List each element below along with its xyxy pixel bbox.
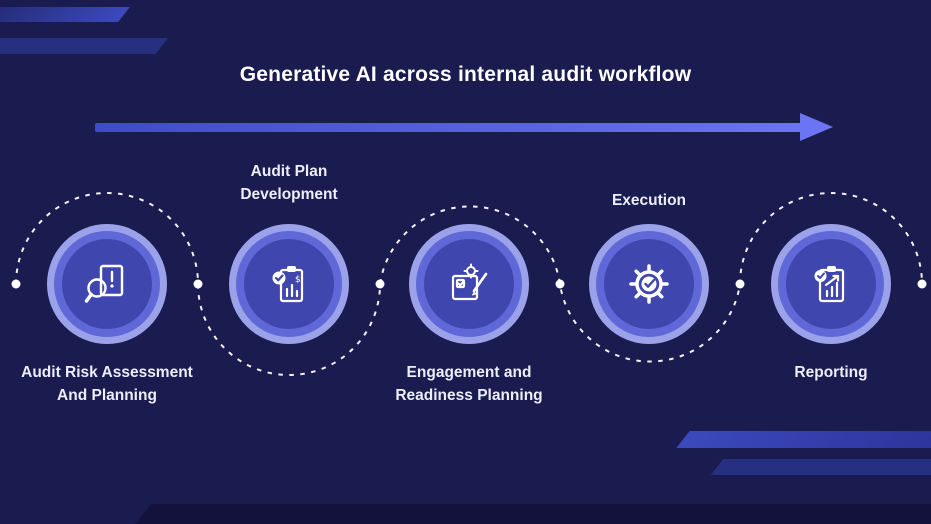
- step-circle-core: [786, 239, 876, 329]
- reporting-icon: [808, 261, 854, 307]
- step-circle-ring: [778, 231, 884, 337]
- step-label-audit-plan: Audit Plan Development: [240, 163, 338, 204]
- step-circle-ring: [416, 231, 522, 337]
- step-circle-core: [604, 239, 694, 329]
- step-label-reporting: Reporting: [794, 364, 868, 381]
- svg-text:$: $: [295, 275, 301, 285]
- plan-development-icon: $: [266, 261, 312, 307]
- engagement-planning-icon: [446, 261, 492, 307]
- workflow-direction-arrow-head: [800, 113, 833, 141]
- risk-assessment-icon: [84, 261, 130, 307]
- page-title: Generative AI across internal audit work…: [239, 63, 692, 86]
- step-circle-ring: $: [236, 231, 342, 337]
- step-circle-audit-risk: [47, 224, 167, 344]
- step-circle-core: [424, 239, 514, 329]
- step-label-audit-risk: Audit Risk Assessment And Planning: [21, 364, 193, 405]
- execution-gear-icon: [626, 261, 672, 307]
- step-circle-ring: [54, 231, 160, 337]
- workflow-direction-arrow-shaft: [95, 123, 803, 132]
- step-label-engagement: Engagement and Readiness Planning: [395, 364, 543, 405]
- step-circle-ring: [596, 231, 702, 337]
- step-circle-core: $: [244, 239, 334, 329]
- connector-dots: [11, 279, 927, 289]
- step-label-execution: Execution: [611, 192, 687, 209]
- step-circle-reporting: [771, 224, 891, 344]
- step-circle-audit-plan: $: [229, 224, 349, 344]
- step-circle-execution: [589, 224, 709, 344]
- step-circle-engagement: [409, 224, 529, 344]
- step-circle-core: [62, 239, 152, 329]
